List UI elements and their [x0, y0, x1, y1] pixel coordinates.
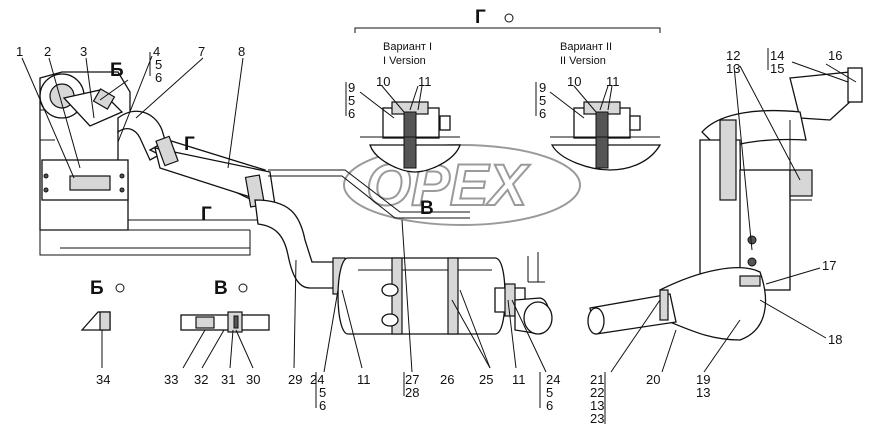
callout-29: 29 — [288, 372, 302, 387]
view-v-top-title: В — [420, 198, 434, 219]
callout-12: 12 — [726, 48, 740, 63]
turbo-outlet — [39, 73, 129, 127]
callout-34: 34 — [96, 372, 110, 387]
callout-23: 23 — [590, 411, 604, 426]
callout-5: 5 — [155, 57, 162, 72]
callout-27: 27 — [405, 372, 419, 387]
callout-26: 26 — [440, 372, 454, 387]
callout-9-v1: 9 — [348, 80, 355, 95]
front-pipe — [117, 110, 276, 208]
callout-6-v1: 6 — [348, 106, 355, 121]
callout-10-v1: 10 — [376, 74, 390, 89]
view-b-title: Б — [90, 278, 104, 299]
callout-19: 19 — [696, 372, 710, 387]
variant2-detail — [550, 101, 662, 171]
callout-13-bottom: 13 — [590, 398, 604, 413]
callout-22: 22 — [590, 385, 604, 400]
callout-6-v2: 6 — [539, 106, 546, 121]
view-b-top: Б Г Г В — [110, 60, 434, 225]
callout-4: 4 — [153, 44, 160, 59]
callout-1: 1 — [16, 44, 23, 59]
callout-32: 32 — [194, 372, 208, 387]
callout-5-v1: 5 — [348, 93, 355, 108]
frame-rod-2 — [268, 175, 470, 219]
callout-9-v2: 9 — [539, 80, 546, 95]
view-b: Б — [80, 278, 125, 331]
view-g-mid-title: Г — [201, 204, 212, 225]
callout-31: 31 — [221, 372, 235, 387]
callout-11-left: 11 — [357, 372, 371, 387]
view-g-left-title: Г — [184, 134, 195, 155]
callout-6: 6 — [155, 70, 162, 85]
callout-labels: 1 2 3 4 5 6 7 8 9 5 6 10 11 9 5 6 10 11 … — [16, 44, 842, 426]
leader-lines — [21, 48, 857, 424]
callout-6-left: 6 — [319, 398, 326, 413]
variant1-en: I Version — [383, 55, 426, 67]
variant1-detail — [360, 101, 461, 173]
callout-7: 7 — [198, 44, 205, 59]
callout-16: 16 — [828, 48, 842, 63]
callout-5-left: 5 — [319, 385, 326, 400]
callout-13: 13 — [726, 61, 740, 76]
callout-11-v2: 11 — [606, 74, 620, 89]
callout-13-lower: 13 — [696, 385, 710, 400]
callout-5-right: 5 — [546, 385, 553, 400]
intermediate-pipe — [254, 199, 346, 295]
callout-17: 17 — [822, 258, 836, 273]
callout-8: 8 — [238, 44, 245, 59]
view-g-header: Г Вариант I I Version Вариант II II Vers… — [354, 7, 661, 67]
frame-rod — [268, 169, 470, 213]
muffler — [337, 252, 553, 335]
callout-30: 30 — [246, 372, 260, 387]
callout-24-right: 24 — [546, 372, 560, 387]
callout-18: 18 — [828, 332, 842, 347]
view-v: В — [180, 278, 270, 333]
callout-33: 33 — [164, 372, 178, 387]
callout-14: 14 — [770, 48, 784, 63]
callout-6-right: 6 — [546, 398, 553, 413]
view-v-title: В — [214, 278, 228, 299]
variant2-en: II Version — [560, 55, 606, 67]
variant2-ru: Вариант II — [560, 41, 612, 53]
callout-20: 20 — [646, 372, 660, 387]
callout-3: 3 — [80, 44, 87, 59]
variant1-ru: Вариант I — [383, 41, 432, 53]
callout-15: 15 — [770, 61, 784, 76]
callout-25: 25 — [479, 372, 493, 387]
callout-24-left: 24 — [310, 372, 324, 387]
callout-21: 21 — [590, 372, 604, 387]
view-b-top-title: Б — [110, 60, 124, 81]
callout-11-v1: 11 — [418, 74, 432, 89]
vertical-exhaust — [699, 67, 863, 301]
callout-5-v2: 5 — [539, 93, 546, 108]
callout-11-right: 11 — [512, 372, 526, 387]
callout-28: 28 — [405, 385, 419, 400]
tail-pipe — [587, 267, 767, 341]
callout-2: 2 — [44, 44, 51, 59]
view-g-title: Г — [475, 7, 486, 28]
callout-10-v2: 10 — [567, 74, 581, 89]
